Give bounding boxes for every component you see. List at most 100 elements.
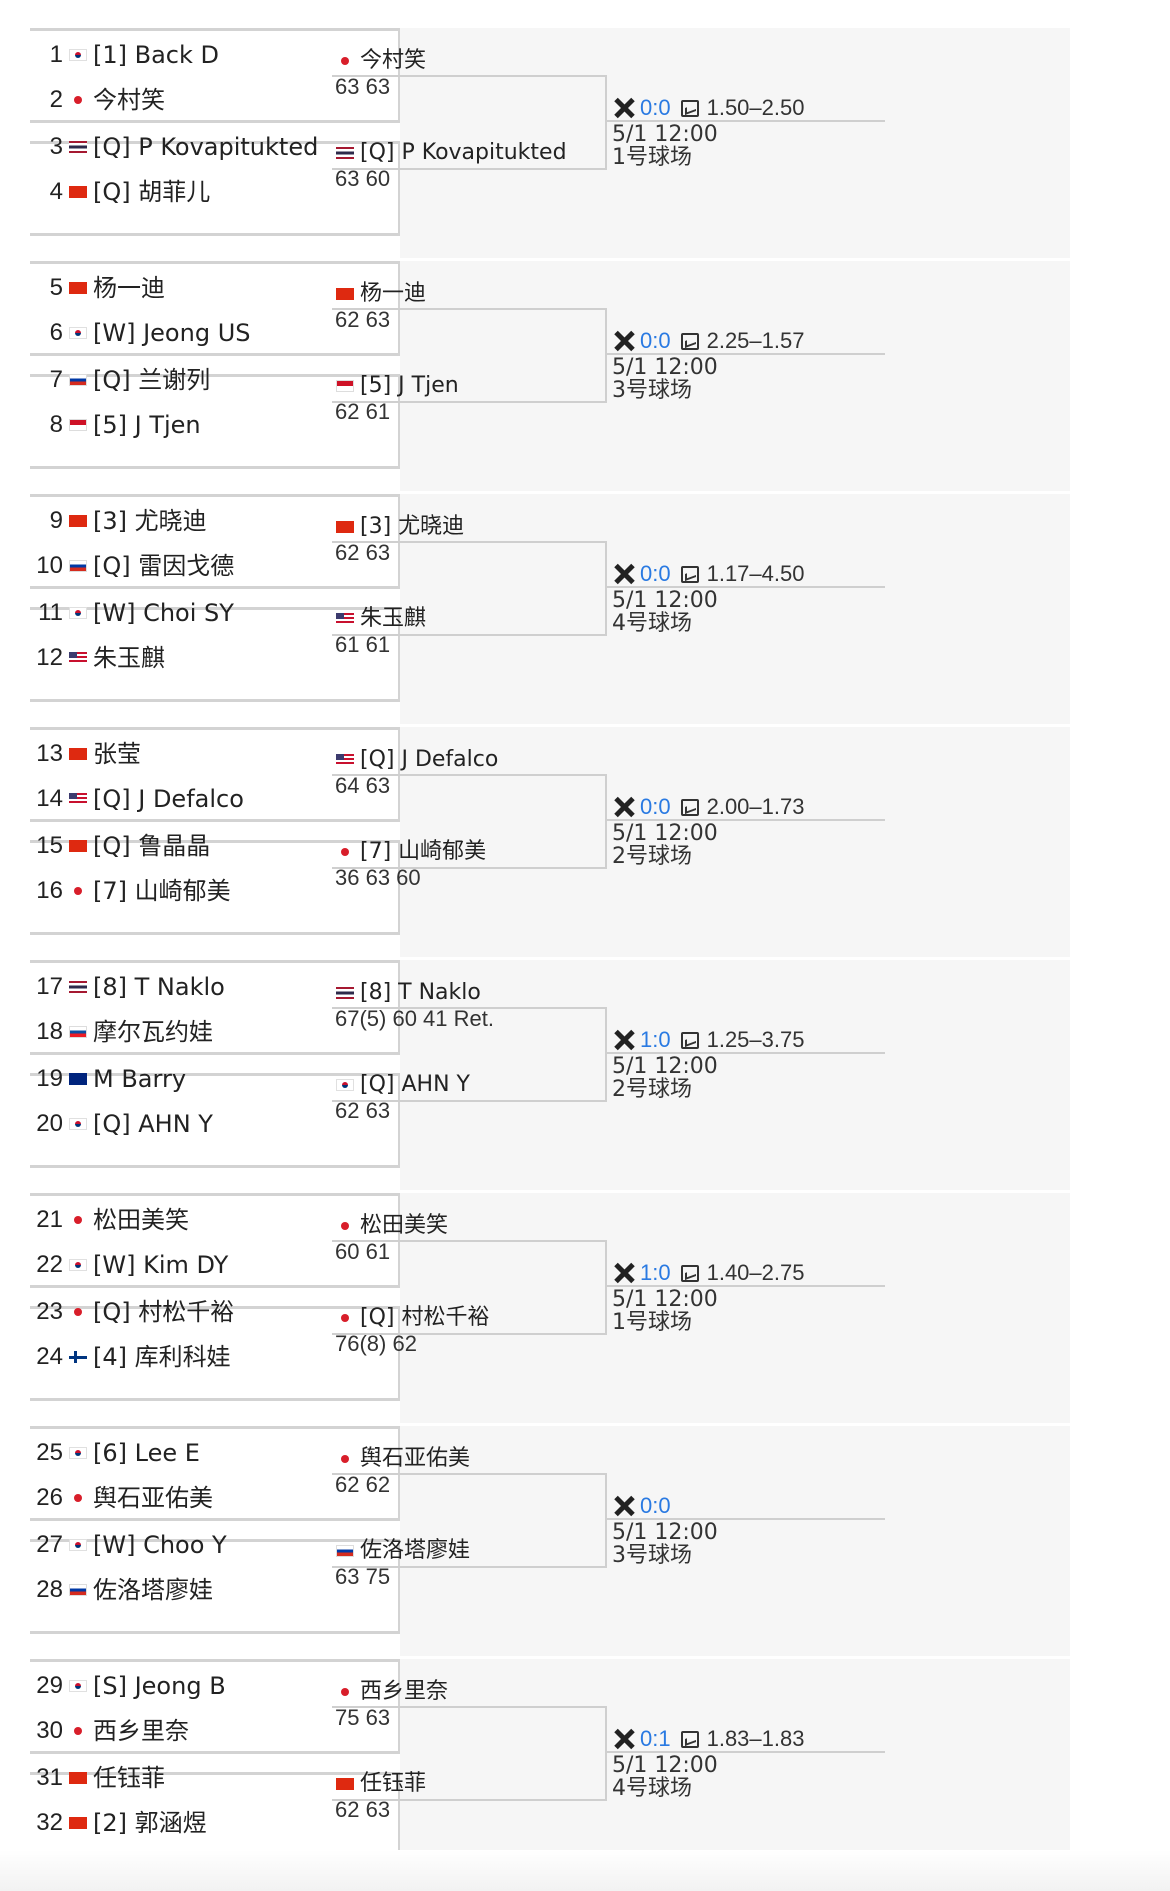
- first-round-match[interactable]: [30, 1306, 400, 1401]
- player-row[interactable]: 3 [Q] P Kovapitukted: [30, 120, 390, 174]
- player-row[interactable]: 31 任钰菲: [30, 1751, 390, 1805]
- winner-name: 杨一迪: [360, 281, 427, 306]
- player-row[interactable]: 28 佐洛塔廖娃: [30, 1563, 390, 1617]
- match-winner[interactable]: 任钰菲: [336, 1769, 606, 1799]
- first-round-match[interactable]: [30, 840, 400, 935]
- match-info[interactable]: 1:0 1.25–3.75: [612, 1025, 912, 1055]
- player-row[interactable]: 21 松田美笑: [30, 1193, 390, 1247]
- draw-position: 29: [36, 1672, 63, 1699]
- match-time: 5/1 12:00: [612, 1520, 718, 1545]
- flag-icon: [336, 147, 354, 159]
- match-info[interactable]: 0:0: [612, 1491, 912, 1521]
- head-to-head[interactable]: 0:0: [640, 561, 671, 586]
- head-to-head[interactable]: 0:0: [640, 1493, 671, 1518]
- second-round-match[interactable]: [332, 1240, 607, 1335]
- match-info[interactable]: 0:0 2.25–1.57: [612, 326, 912, 356]
- draw-position: 20: [36, 1110, 63, 1137]
- first-round-match[interactable]: [30, 374, 400, 469]
- chart-icon[interactable]: [680, 565, 699, 583]
- player-name: 佐洛塔廖娃: [93, 1576, 213, 1604]
- second-round-match[interactable]: [332, 1706, 607, 1801]
- flag-icon: [69, 94, 87, 106]
- chart-icon[interactable]: [680, 1264, 699, 1282]
- match-winner[interactable]: [Q] J Defalco: [336, 745, 606, 775]
- chart-icon[interactable]: [680, 99, 699, 117]
- player-row[interactable]: 11 [W] Choi SY: [30, 586, 390, 640]
- draw-position: 17: [36, 973, 63, 1000]
- second-round-match[interactable]: [332, 541, 607, 636]
- head-to-head[interactable]: 1:0: [640, 1027, 671, 1052]
- match-winner[interactable]: 西乡里奈: [336, 1677, 606, 1707]
- match-winner[interactable]: 舆石亚佑美: [336, 1444, 606, 1474]
- player-row[interactable]: 26 舆石亚佑美: [30, 1471, 390, 1525]
- match-winner[interactable]: [7] 山崎郁美: [336, 837, 606, 867]
- draw-position: 32: [36, 1809, 63, 1836]
- match-info[interactable]: 0:0 1.17–4.50: [612, 559, 912, 589]
- match-info[interactable]: 0:0 1.50–2.50: [612, 93, 912, 123]
- chart-icon[interactable]: [680, 798, 699, 816]
- player-row[interactable]: 24 [4] 库利科娃: [30, 1330, 390, 1384]
- player-row[interactable]: 7 [Q] 兰谢列: [30, 353, 390, 407]
- match-winner[interactable]: [Q] AHN Y: [336, 1070, 606, 1100]
- player-row[interactable]: 32 [2] 郭涵煜: [30, 1796, 390, 1850]
- match-winner[interactable]: [3] 尤晓迪: [336, 512, 606, 542]
- match-winner[interactable]: 今村笑: [336, 46, 606, 76]
- player-row[interactable]: 22 [W] Kim DY: [30, 1238, 390, 1292]
- second-round-match[interactable]: [332, 75, 607, 170]
- player-row[interactable]: 16 [7] 山崎郁美: [30, 864, 390, 918]
- player-row[interactable]: 23 [Q] 村松千裕: [30, 1285, 390, 1339]
- draw-position: 6: [49, 319, 63, 346]
- player-row[interactable]: 19 M Barry: [30, 1052, 390, 1106]
- page-title: 分区: [55, 0, 215, 4]
- head-to-head[interactable]: 0:0: [640, 95, 671, 120]
- player-row[interactable]: 29 [S] Jeong B: [30, 1659, 390, 1713]
- player-row[interactable]: 6 [W] Jeong US: [30, 306, 390, 360]
- player-row[interactable]: 5 杨一迪: [30, 261, 390, 315]
- draw-position: 16: [36, 877, 63, 904]
- first-round-match[interactable]: [30, 607, 400, 702]
- flag-icon: [336, 1453, 354, 1465]
- match-winner[interactable]: 松田美笑: [336, 1211, 606, 1241]
- match-winner[interactable]: 朱玉麒: [336, 604, 606, 634]
- second-round-match[interactable]: [332, 1007, 607, 1102]
- match-winner[interactable]: 杨一迪: [336, 279, 606, 309]
- player-row[interactable]: 10 [Q] 雷因戈德: [30, 539, 390, 593]
- player-row[interactable]: 4 [Q] 胡菲儿: [30, 165, 390, 219]
- match-winner[interactable]: 佐洛塔廖娃: [336, 1536, 606, 1566]
- player-row[interactable]: 30 西乡里奈: [30, 1704, 390, 1758]
- draw-position: 24: [36, 1343, 63, 1370]
- player-row[interactable]: 15 [Q] 鲁晶晶: [30, 819, 390, 873]
- chart-icon[interactable]: [680, 332, 699, 350]
- player-row[interactable]: 8 [5] J Tjen: [30, 398, 390, 452]
- player-row[interactable]: 14 [Q] J Defalco: [30, 772, 390, 826]
- player-row[interactable]: 18 摩尔瓦约娃: [30, 1005, 390, 1059]
- match-winner[interactable]: [5] J Tjen: [336, 371, 606, 401]
- match-winner[interactable]: [Q] 村松千裕: [336, 1303, 606, 1333]
- head-to-head[interactable]: 0:1: [640, 1726, 671, 1751]
- player-row[interactable]: 25 [6] Lee E: [30, 1426, 390, 1480]
- chart-icon[interactable]: [680, 1031, 699, 1049]
- player-row[interactable]: 12 朱玉麒: [30, 631, 390, 685]
- player-row[interactable]: 9 [3] 尤晓迪: [30, 494, 390, 548]
- second-round-match[interactable]: [332, 308, 607, 403]
- match-info[interactable]: 0:1 1.83–1.83: [612, 1724, 912, 1754]
- head-to-head[interactable]: 0:0: [640, 328, 671, 353]
- player-name: [Q] 胡菲儿: [93, 178, 211, 206]
- player-row[interactable]: 2 今村笑: [30, 73, 390, 127]
- player-row[interactable]: 13 张莹: [30, 727, 390, 781]
- player-row[interactable]: 20 [Q] AHN Y: [30, 1097, 390, 1151]
- player-row[interactable]: 27 [W] Choo Y: [30, 1518, 390, 1572]
- match-info[interactable]: 1:0 1.40–2.75: [612, 1258, 912, 1288]
- player-row[interactable]: 1 [1] Back D: [30, 28, 390, 82]
- match-info[interactable]: 0:0 2.00–1.73: [612, 792, 912, 822]
- second-round-match[interactable]: [332, 774, 607, 869]
- chart-icon[interactable]: [680, 1730, 699, 1748]
- head-to-head[interactable]: 0:0: [640, 794, 671, 819]
- player-name: 任钰菲: [93, 1764, 165, 1792]
- player-row[interactable]: 17 [8] T Naklo: [30, 960, 390, 1014]
- second-round-match[interactable]: [332, 1473, 607, 1568]
- bracket-section: 21 松田美笑 22 [W] Kim DY 23 [Q] 村松千裕 24 [4]…: [30, 1193, 1070, 1423]
- match-winner[interactable]: [Q] P Kovapitukted: [336, 138, 606, 168]
- head-to-head[interactable]: 1:0: [640, 1260, 671, 1285]
- match-winner[interactable]: [8] T Naklo: [336, 978, 606, 1008]
